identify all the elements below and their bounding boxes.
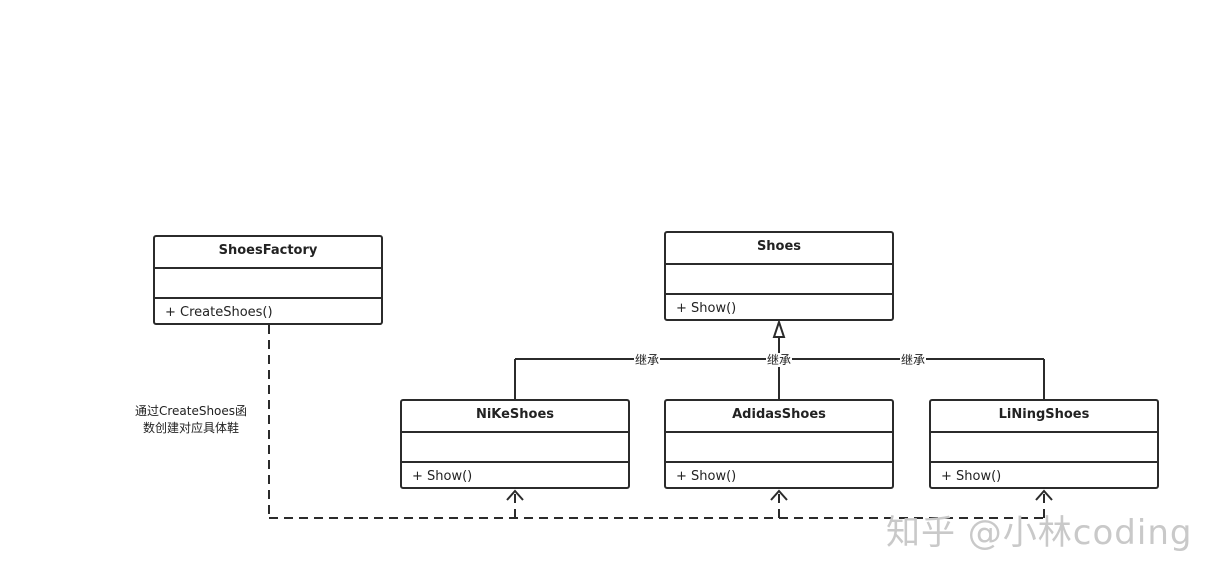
class-attributes	[155, 267, 381, 297]
class-method: + CreateShoes()	[155, 297, 381, 327]
class-name: LiNingShoes	[998, 407, 1090, 422]
class-attributes	[402, 431, 628, 461]
class-box-shoes[interactable]: Shoes + Show()	[664, 231, 894, 321]
inherit-label-lining: 继承	[899, 353, 927, 367]
inherit-arrowhead	[772, 318, 786, 338]
class-name: NiKeShoes	[475, 407, 555, 422]
class-name: ShoesFactory	[218, 243, 318, 258]
watermark: 知乎 @小林coding	[886, 513, 1193, 553]
class-method: + Show()	[666, 461, 892, 491]
class-method: + Show()	[402, 461, 628, 491]
dependency-note: 通过CreateShoes函 数创建对应具体鞋	[126, 403, 256, 437]
dep-arrow-lining	[1035, 489, 1053, 501]
class-box-shoesfactory[interactable]: ShoesFactory + CreateShoes()	[153, 235, 383, 325]
inherit-label-nike: 继承	[633, 353, 661, 367]
dependency-arrowheads	[506, 489, 1053, 501]
class-box-liningshoes[interactable]: LiNingShoes + Show()	[929, 399, 1159, 489]
class-name: Shoes	[756, 239, 802, 254]
class-attributes	[666, 431, 892, 461]
class-box-nikeshoes[interactable]: NiKeShoes + Show()	[400, 399, 630, 489]
note-line-1: 通过CreateShoes函	[134, 404, 248, 418]
class-attributes	[931, 431, 1157, 461]
class-box-adidasshoes[interactable]: AdidasShoes + Show()	[664, 399, 894, 489]
dep-arrow-nike	[506, 489, 524, 501]
class-method: + Show()	[666, 293, 892, 323]
dep-arrow-adidas	[770, 489, 788, 501]
class-name: AdidasShoes	[732, 407, 826, 422]
note-line-2: 数创建对应具体鞋	[142, 421, 239, 435]
inherit-label-adidas: 继承	[765, 353, 793, 367]
dependency-connectors	[268, 325, 1045, 519]
class-method: + Show()	[931, 461, 1157, 491]
class-attributes	[666, 263, 892, 293]
